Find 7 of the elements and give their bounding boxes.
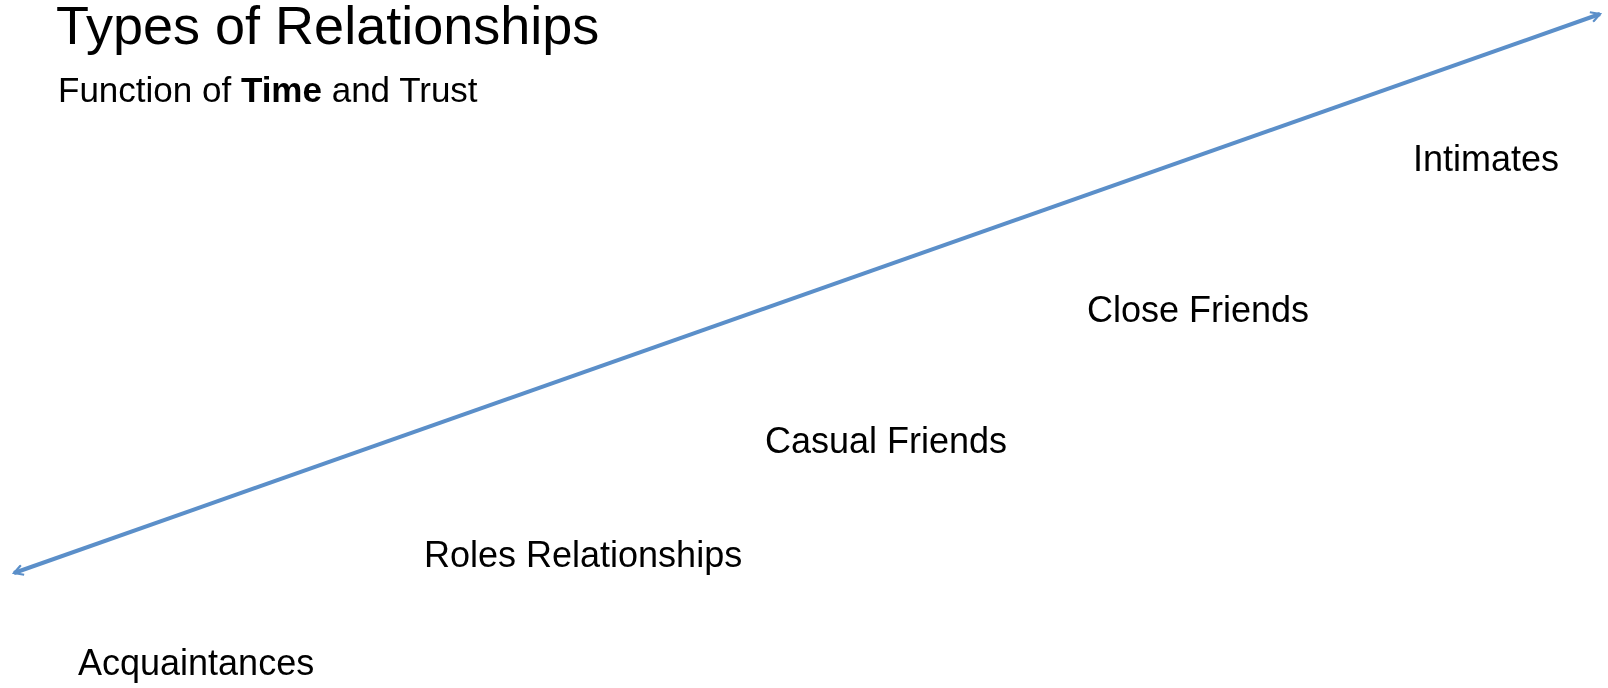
title: Types of Relationships: [56, 0, 600, 57]
relationship-label: Acquaintances: [78, 642, 315, 684]
subtitle: Function of Time and Trust: [58, 70, 478, 111]
relationship-label: Roles Relationships: [424, 534, 743, 576]
relationship-label: Intimates: [1413, 138, 1560, 180]
relationship-label: Close Friends: [1087, 289, 1310, 331]
relationship-label: Casual Friends: [765, 420, 1008, 462]
